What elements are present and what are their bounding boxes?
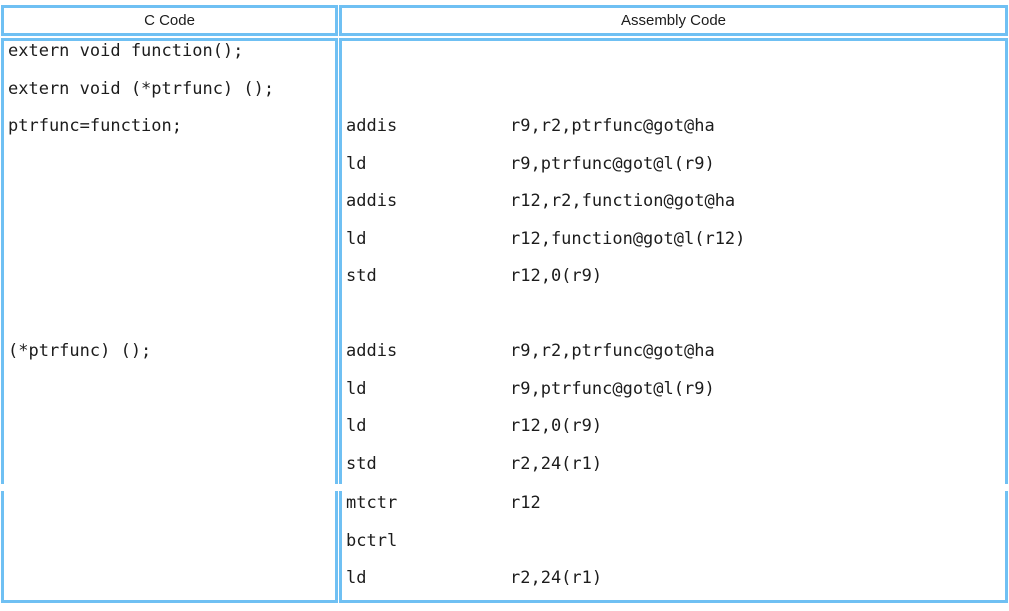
c-code-text: extern void function();	[8, 41, 244, 61]
c-code-header-label: C Code	[144, 12, 195, 29]
c-code-line: (*ptrfunc) ();	[8, 333, 335, 371]
assembly-mnemonic: ld	[346, 378, 367, 399]
assembly-operands: r9,ptrfunc@got@l(r9)	[510, 378, 715, 399]
assembly-operands: r9,ptrfunc@got@l(r9)	[510, 153, 715, 174]
assembly-operands: r2,24(r1)	[510, 453, 603, 474]
assembly-line: addis r9,r2,ptrfunc@got@ha	[346, 333, 1005, 371]
c-code-text: (*ptrfunc) ();	[8, 341, 152, 361]
c-code-line	[8, 258, 335, 296]
assembly-mnemonic: std	[346, 266, 377, 286]
assembly-lines-bottom: mtctr r12 bctrl ld r2,24(r1)	[342, 491, 1005, 598]
assembly-operands: r12,function@got@l(r12)	[510, 228, 746, 249]
assembly-line: bctrl	[346, 523, 1005, 561]
assembly-line	[346, 71, 1005, 109]
assembly-mnemonic: addis	[346, 116, 398, 136]
assembly-line: ld r12,0(r9)	[346, 408, 1005, 446]
assembly-operands: r2,24(r1)	[510, 568, 603, 588]
assembly-operands: r12,0(r9)	[510, 266, 603, 286]
assembly-line	[346, 41, 1005, 71]
c-code-column-header: C Code	[1, 5, 338, 36]
assembly-mnemonic: std	[346, 453, 377, 474]
assembly-line	[346, 296, 1005, 334]
assembly-mnemonic: bctrl	[346, 530, 398, 551]
assembly-code-cell-bottom: mtctr r12 bctrl ld r2,24(r1)	[339, 491, 1008, 603]
c-code-line	[8, 183, 335, 221]
assembly-operands: r12,r2,function@got@ha	[510, 191, 736, 211]
c-code-line	[8, 221, 335, 259]
assembly-line: addis r12,r2,function@got@ha	[346, 183, 1005, 221]
c-code-lines-top: extern void function(); extern void (*pt…	[4, 41, 335, 371]
assembly-code-header-label: Assembly Code	[620, 12, 727, 29]
assembly-line: ld r12,function@got@l(r12)	[346, 221, 1005, 259]
c-code-line: extern void (*ptrfunc) ();	[8, 71, 335, 109]
assembly-mnemonic: ld	[346, 153, 367, 174]
assembly-mnemonic: addis	[346, 341, 398, 361]
assembly-code-column-header: Assembly Code	[339, 5, 1008, 36]
c-code-cell-top: extern void function(); extern void (*pt…	[1, 38, 338, 484]
c-code-cell-bottom	[1, 491, 338, 603]
assembly-line: addis r9,r2,ptrfunc@got@ha	[346, 108, 1005, 146]
c-code-line	[8, 296, 335, 334]
header-row: C Code Assembly Code	[1, 5, 1008, 36]
c-code-line: ptrfunc=function;	[8, 108, 335, 146]
assembly-line: mtctr r12	[346, 491, 1005, 523]
assembly-lines-top: addis r9,r2,ptrfunc@got@ha ld r9,ptrfunc@g…	[342, 41, 1005, 484]
assembly-operands: r12,0(r9)	[510, 416, 603, 436]
assembly-mnemonic: addis	[346, 191, 398, 211]
assembly-code-cell-top: addis r9,r2,ptrfunc@got@ha ld r9,ptrfunc@g…	[339, 38, 1008, 484]
assembly-mnemonic: ld	[346, 416, 367, 436]
assembly-mnemonic: ld	[346, 228, 367, 249]
c-code-line	[8, 146, 335, 184]
assembly-operands: r9,r2,ptrfunc@got@ha	[510, 341, 715, 361]
c-code-text: extern void (*ptrfunc) ();	[8, 78, 275, 99]
assembly-mnemonic: mtctr	[346, 493, 398, 513]
body-row-bottom: mtctr r12 bctrl ld r2,24(r1)	[1, 491, 1008, 603]
assembly-line: std r2,24(r1)	[346, 446, 1005, 484]
code-comparison-table: C Code Assembly Code extern void functio…	[1, 5, 1008, 603]
assembly-operands: r12	[510, 493, 541, 513]
assembly-mnemonic: ld	[346, 568, 367, 588]
assembly-line: std r12,0(r9)	[346, 258, 1005, 296]
body-row-top: extern void function(); extern void (*pt…	[1, 38, 1008, 484]
assembly-line: ld r2,24(r1)	[346, 560, 1005, 598]
assembly-operands: r9,r2,ptrfunc@got@ha	[510, 116, 715, 136]
assembly-line: ld r9,ptrfunc@got@l(r9)	[346, 146, 1005, 184]
assembly-line: ld r9,ptrfunc@got@l(r9)	[346, 371, 1005, 409]
c-code-text: ptrfunc=function;	[8, 116, 182, 136]
c-code-line: extern void function();	[8, 41, 335, 71]
